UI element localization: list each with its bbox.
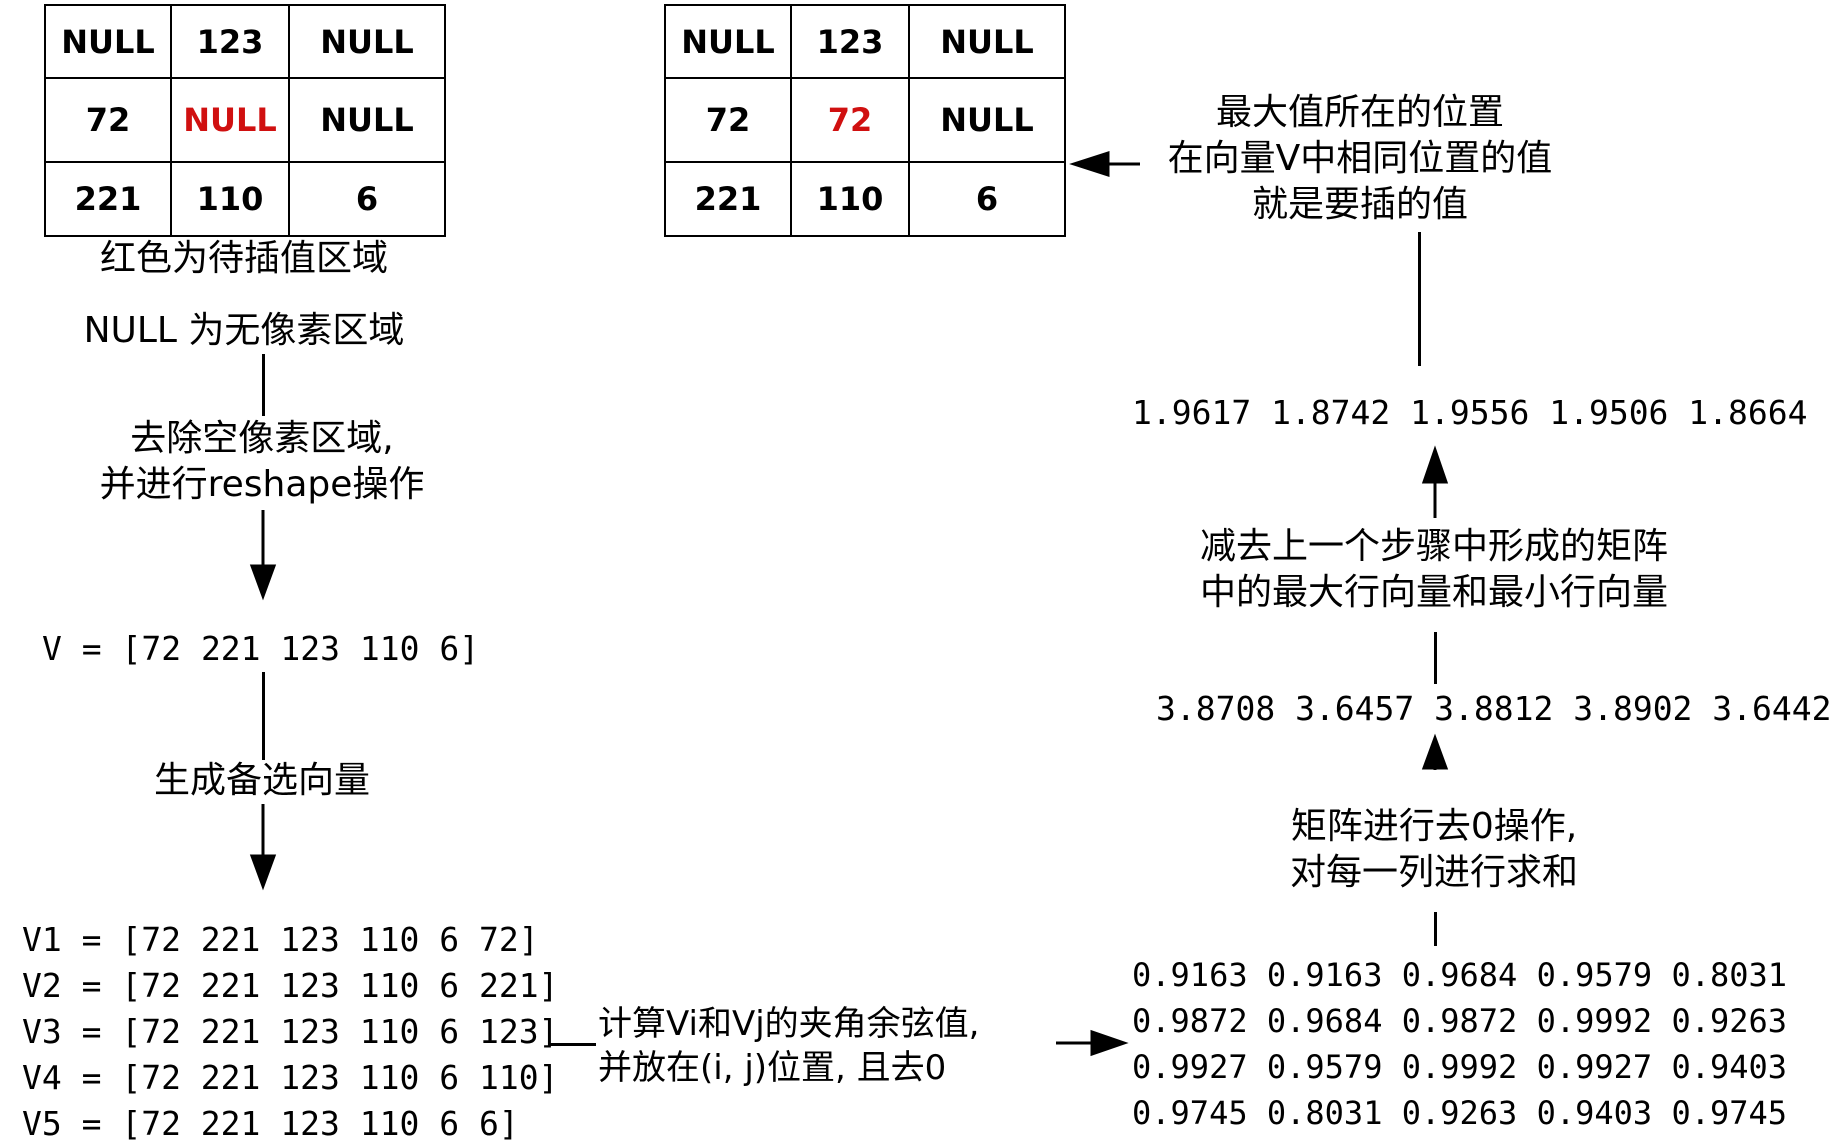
grid-cell: 110 — [790, 161, 910, 237]
matrix-row: 0.9745 0.8031 0.9263 0.9403 0.9745 — [1132, 1094, 1788, 1132]
step-line: 减去上一个步骤中形成的矩阵 — [1199, 526, 1668, 567]
grid-cell: 123 — [790, 4, 910, 79]
matrix-row: 0.9872 0.9684 0.9872 0.9992 0.9263 — [1132, 1002, 1788, 1040]
result-grid: NULL 123 NULL 72 72 NULL 221 110 6 — [664, 4, 1066, 237]
candidate-vector: V3 = [72 221 123 110 6 123] — [22, 1012, 559, 1051]
grid-cell: 221 — [44, 161, 172, 237]
step-line: 并进行reshape操作 — [99, 464, 425, 505]
arrow-up-icon — [1421, 445, 1449, 484]
step-sum-columns: 矩阵进行去0操作, 对每一列进行求和 — [1234, 804, 1634, 896]
grid-cell: NULL — [44, 4, 172, 79]
step-line: 就是要插的值 — [1251, 184, 1468, 225]
input-grid: NULL 123 NULL 72 NULL NULL 221 110 6 — [44, 4, 446, 237]
grid-cell: NULL — [288, 77, 446, 163]
caption-null-region: NULL 为无像素区域 — [83, 310, 405, 351]
grid-cell: NULL — [664, 4, 792, 79]
grid-cell-interpolation-target: NULL — [170, 77, 290, 163]
arrow-up-icon — [1421, 733, 1449, 770]
connector-line — [262, 354, 265, 416]
candidate-vector: V4 = [72 221 123 110 6 110] — [22, 1058, 559, 1097]
column-sums: 3.8708 3.6457 3.8812 3.8902 3.6442 — [1156, 689, 1832, 728]
grid-cell: 72 — [44, 77, 172, 163]
step-line: 在向量V中相同位置的值 — [1167, 138, 1553, 179]
grid-cell: 72 — [664, 77, 792, 163]
step-line: 最大值所在的位置 — [1215, 92, 1504, 133]
grid-cell: NULL — [908, 4, 1066, 79]
grid-cell: NULL — [908, 77, 1066, 163]
connector-line — [1434, 632, 1437, 684]
step-subtract: 减去上一个步骤中形成的矩阵 中的最大行向量和最小行向量 — [1184, 524, 1684, 616]
arrow-down-icon — [249, 854, 277, 891]
grid-cell: 221 — [664, 161, 792, 237]
arrow-right-icon — [1090, 1029, 1129, 1057]
grid-cell-interpolated-value: 72 — [790, 77, 910, 163]
matrix-row: 0.9927 0.9579 0.9992 0.9927 0.9403 — [1132, 1048, 1788, 1086]
grid-cell: 110 — [170, 161, 290, 237]
step-result: 最大值所在的位置 在向量V中相同位置的值 就是要插的值 — [1140, 90, 1580, 228]
step-line: 计算Vi和Vj的夹角余弦值, — [598, 1004, 980, 1044]
candidate-vectors: V1 = [72 221 123 110 6 72] V2 = [72 221 … — [22, 917, 558, 1147]
grid-cell: 6 — [288, 161, 446, 237]
matrix-row: 0.9163 0.9163 0.9684 0.9579 0.8031 — [1132, 956, 1788, 994]
connector-line — [1418, 232, 1421, 366]
step-line: 中的最大行向量和最小行向量 — [1199, 572, 1668, 613]
step-line: 并放在(i, j)位置, 且去0 — [598, 1048, 947, 1088]
connector-line — [1434, 912, 1437, 946]
vector-v: V = [72 221 123 110 6] — [42, 629, 480, 668]
connector-line — [550, 1043, 596, 1046]
step-line: 对每一列进行求和 — [1289, 852, 1578, 893]
step-remove-empty: 去除空像素区域, 并进行reshape操作 — [62, 416, 462, 508]
grid-cell: NULL — [288, 4, 446, 79]
step-line: 去除空像素区域, — [130, 418, 394, 459]
grid-cell: 123 — [170, 4, 290, 79]
cosine-matrix: 0.9163 0.9163 0.9684 0.9579 0.8031 0.987… — [1132, 952, 1787, 1136]
differences: 1.9617 1.8742 1.9556 1.9506 1.8664 — [1132, 393, 1808, 432]
candidate-vector: V1 = [72 221 123 110 6 72] — [22, 920, 539, 959]
connector-line — [262, 672, 265, 760]
arrow-down-icon — [249, 564, 277, 601]
candidate-vector: V2 = [72 221 123 110 6 221] — [22, 966, 559, 1005]
grid-cell: 6 — [908, 161, 1066, 237]
step-cosine: 计算Vi和Vj的夹角余弦值, 并放在(i, j)位置, 且去0 — [598, 1002, 979, 1090]
step-generate-candidates: 生成备选向量 — [153, 760, 370, 801]
arrow-left-icon — [1069, 150, 1110, 178]
candidate-vector: V5 = [72 221 123 110 6 6] — [22, 1104, 519, 1143]
step-line: 矩阵进行去0操作, — [1290, 806, 1578, 847]
caption-red-region: 红色为待插值区域 — [99, 238, 388, 279]
